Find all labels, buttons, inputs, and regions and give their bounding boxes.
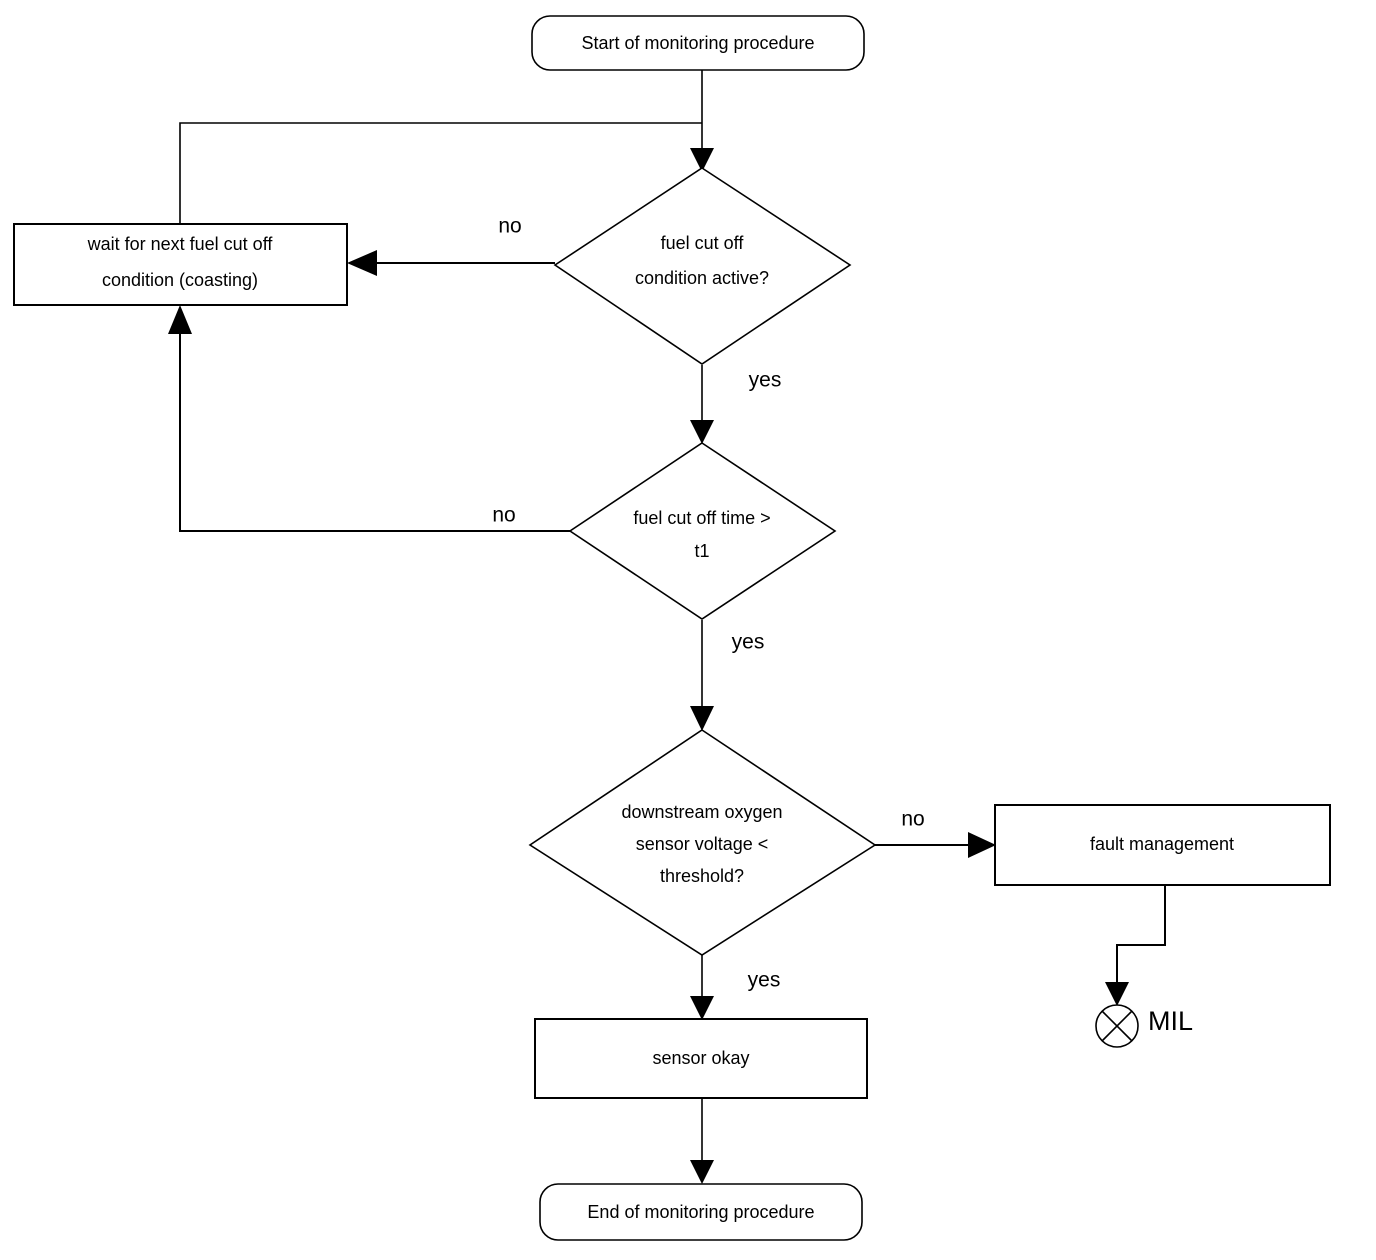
edge-label-fuelcut-time-no: no [492,504,515,527]
node-decision-fuelcut-time-label-line2: t1 [694,541,709,561]
node-fault-management[interactable]: fault management [994,804,1331,886]
node-wait-label-line2: condition (coasting) [102,270,258,290]
node-wait-label-line1: wait for next fuel cut off [87,234,274,254]
edge-fault-management-to-mil [1105,885,1166,1006]
edge-wait-to-decision-fuelcut-active [179,122,702,224]
node-decision-fuelcut-active-label-line2: condition active? [635,268,769,288]
node-mil-label: MIL [1148,1006,1193,1036]
edge-label-fuelcut-active-no: no [498,215,521,238]
node-sensor-okay-label: sensor okay [652,1048,749,1068]
node-decision-sensor-voltage-label-line2: sensor voltage < [636,834,769,854]
edge-decision-fuelcut-active-yes-to-decision-fuelcut-time [690,365,714,444]
node-wait[interactable]: wait for next fuel cut off condition (co… [13,223,348,306]
node-decision-fuelcut-active[interactable]: fuel cut off condition active? [553,167,852,365]
edge-sensor-okay-to-end [690,1098,714,1184]
node-decision-fuelcut-time-label-line1: fuel cut off time > [633,508,770,528]
node-decision-sensor-voltage-label-line3: threshold? [660,866,744,886]
node-decision-fuelcut-time[interactable]: fuel cut off time > t1 [568,442,837,620]
node-decision-fuelcut-active-label-line1: fuel cut off [661,233,745,253]
node-start[interactable]: Start of monitoring procedure [531,15,865,71]
edge-decision-sensor-voltage-yes-to-sensor-okay [690,955,714,1020]
node-fault-management-label: fault management [1090,834,1234,854]
edge-decision-sensor-voltage-no-to-fault-management [875,832,996,858]
edge-decision-fuelcut-active-no-to-wait [347,250,555,276]
node-decision-sensor-voltage[interactable]: downstream oxygen sensor voltage < thres… [528,729,877,956]
edge-decision-fuelcut-time-no-to-wait [168,305,570,532]
node-start-label: Start of monitoring procedure [581,33,814,53]
edge-start-to-decision-fuelcut-active [690,70,714,172]
edge-decision-fuelcut-time-yes-to-decision-sensor-voltage [690,620,714,731]
edge-label-sensor-voltage-no: no [901,808,924,831]
edge-label-sensor-voltage-yes: yes [748,969,781,992]
node-end[interactable]: End of monitoring procedure [539,1183,863,1241]
node-sensor-okay[interactable]: sensor okay [534,1018,868,1099]
node-decision-sensor-voltage-label-line1: downstream oxygen [621,802,782,822]
edge-label-fuelcut-active-yes: yes [749,369,782,392]
node-mil[interactable]: MIL [1095,1004,1193,1048]
node-end-label: End of monitoring procedure [587,1202,814,1222]
edge-label-fuelcut-time-yes: yes [732,631,765,654]
